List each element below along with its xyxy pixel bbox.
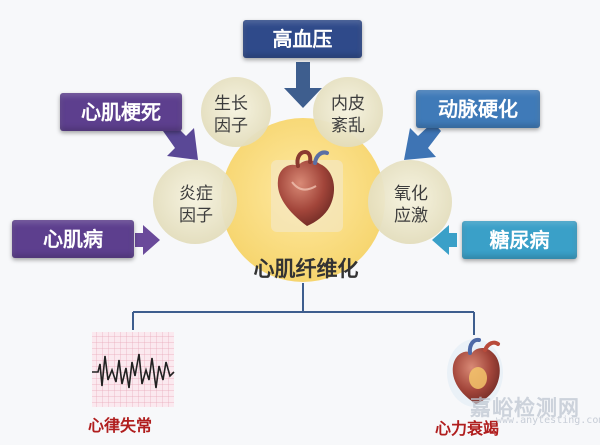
ecg-strip-icon (92, 332, 175, 407)
inflammatory-factor-line-2: 因子 (179, 206, 213, 226)
inflammatory-factor-label: 炎症 因子 (155, 183, 237, 227)
arrow-hypertension (284, 62, 322, 108)
growth-factor-line-2: 因子 (214, 116, 248, 136)
heart-icon (271, 149, 343, 232)
growth-factor-label: 生长 因子 (190, 93, 272, 137)
endothelial-disorder-label: 内皮 紊乱 (307, 93, 389, 137)
endothelial-disorder-bubble (313, 77, 383, 147)
oxidative-stress-line-1: 氧化 (394, 184, 428, 204)
heart-failure-icon (447, 337, 503, 407)
arrow-myocardial-infarction (163, 122, 198, 160)
arrow-arteriosclerosis (404, 122, 441, 160)
heart-failure-label: 心力衰竭 (435, 419, 500, 438)
myocardial-fibrosis-label: 心肌纤维化 (253, 257, 359, 281)
watermark-text: 嘉峪检测网 (470, 396, 580, 420)
cause-hypertension-box: 高血压 (243, 20, 362, 58)
growth-factor-bubble (201, 77, 271, 147)
growth-factor-line-1: 生长 (214, 94, 248, 114)
watermark-url: www.anytesting.com (496, 415, 600, 426)
cause-cardiomyopathy-box: 心肌病 (12, 220, 134, 258)
arrhythmia-label: 心律失常 (88, 416, 153, 435)
endothelial-disorder-line-2: 紊乱 (331, 116, 365, 136)
endothelial-disorder-line-1: 内皮 (331, 94, 365, 114)
inflammatory-factor-bubble (153, 160, 237, 244)
arrow-cardiomyopathy (135, 225, 160, 255)
oxidative-stress-label: 氧化 应激 (370, 183, 452, 227)
cause-arteriosclerosis-box: 动脉硬化 (416, 90, 540, 128)
cause-myocardial-infarction-box: 心肌梗死 (60, 93, 182, 131)
outcome-connector (132, 283, 475, 335)
arrow-diabetes (432, 225, 457, 255)
cause-diabetes-box: 糖尿病 (462, 221, 577, 259)
inflammatory-factor-line-1: 炎症 (179, 184, 213, 204)
oxidative-stress-bubble (368, 160, 452, 244)
oxidative-stress-line-2: 应激 (394, 206, 428, 226)
